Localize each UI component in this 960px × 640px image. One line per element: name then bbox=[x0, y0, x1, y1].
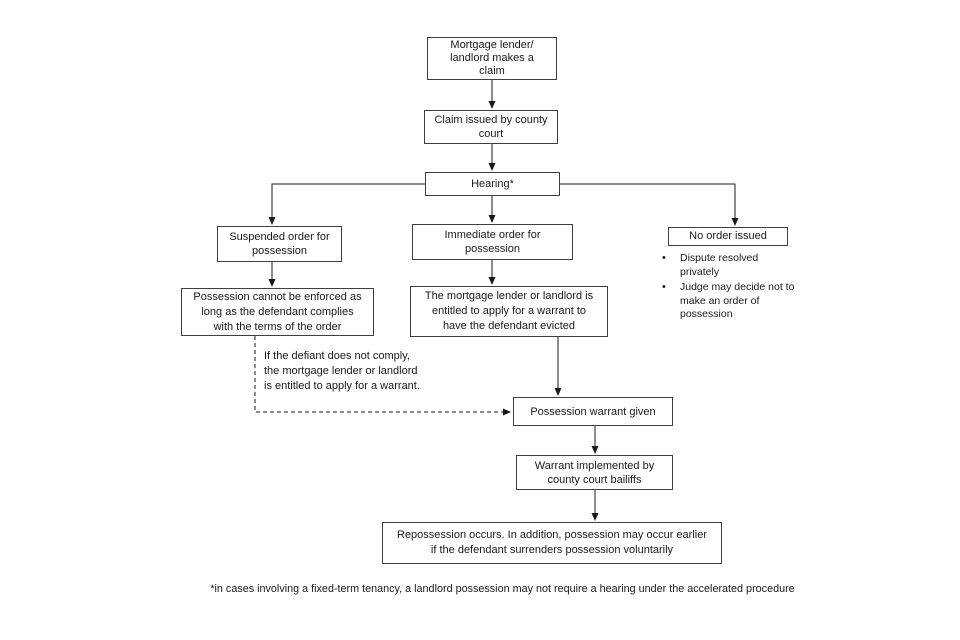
footnote-accelerated-procedure: *in cases involving a fixed-term tenancy… bbox=[210, 583, 795, 595]
bullet-text: Dispute resolved privately bbox=[680, 252, 759, 278]
node-possession-warrant-given: Possession warrant given bbox=[513, 397, 673, 426]
arrow-hearing-to-suspended bbox=[268, 183, 425, 225]
node-mortgage-claim: Mortgage lender/ landlord makes a claim bbox=[427, 37, 557, 80]
node-possession-not-enforced: Possession cannot be enforced as long as… bbox=[181, 288, 374, 336]
node-repossession-occurs: Repossession occurs. In addition, posses… bbox=[382, 522, 722, 564]
bullet-text: Judge may decide not to make an order of… bbox=[680, 281, 795, 320]
no-order-bullet-list: • Dispute resolved privately • Judge may… bbox=[662, 252, 807, 324]
node-lender-entitled-warrant: The mortgage lender or landlord is entit… bbox=[410, 286, 608, 337]
arrow-hearing-to-no-order bbox=[560, 183, 739, 226]
bullet-dot: • bbox=[662, 252, 666, 264]
node-suspended-order: Suspended order for possession bbox=[217, 226, 342, 262]
node-no-order-issued: No order issued bbox=[668, 227, 788, 246]
node-immediate-order: Immediate order for possession bbox=[412, 224, 573, 260]
bullet-item-dispute-resolved: • Dispute resolved privately bbox=[662, 252, 807, 279]
bullet-item-judge-decision: • Judge may decide not to make an order … bbox=[662, 281, 807, 322]
node-warrant-implemented: Warrant implemented by county court bail… bbox=[516, 455, 673, 490]
node-claim-issued: Claim issued by county court bbox=[424, 110, 558, 144]
bullet-dot: • bbox=[662, 281, 666, 293]
node-hearing: Hearing* bbox=[425, 172, 560, 196]
dashed-path-annotation: If the defiant does not comply, the mort… bbox=[264, 350, 420, 392]
